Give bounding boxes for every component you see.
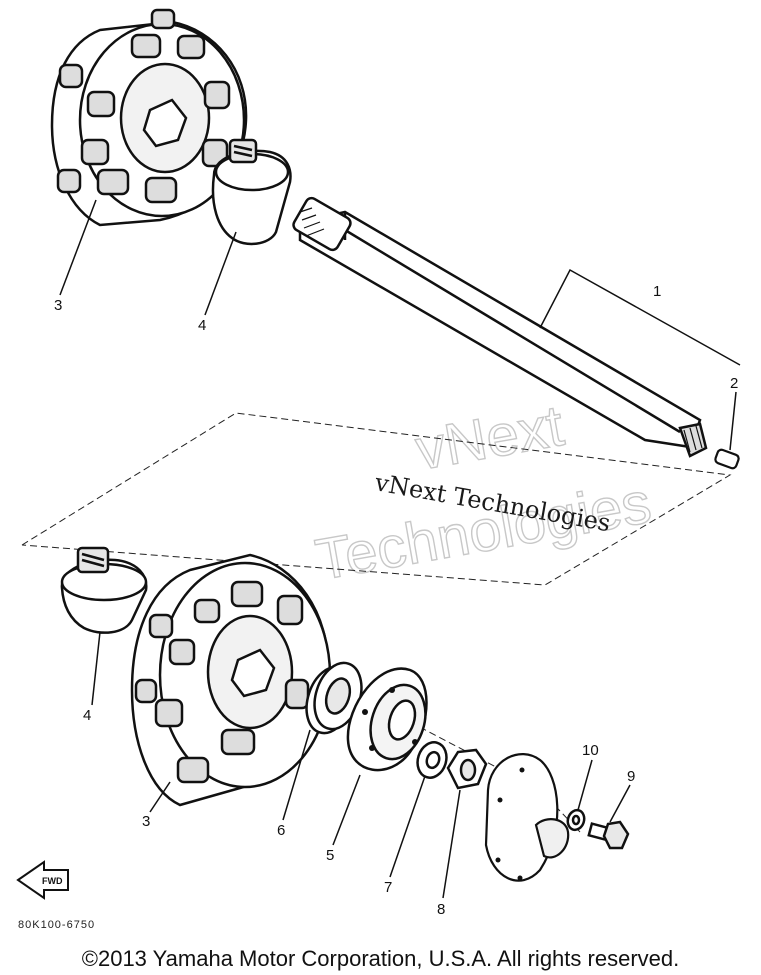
sprocket-lower <box>130 553 332 807</box>
callout-shaft: 1 <box>653 283 661 300</box>
exploded-parts-diagram: vNext Technologies vNext Technologies <box>16 8 741 931</box>
bearing <box>305 661 363 735</box>
clamp-lower <box>60 546 148 634</box>
callout-sprocket-upper: 3 <box>54 297 62 314</box>
forward-arrow-label: FWD <box>42 876 63 886</box>
lock-washer <box>566 808 586 832</box>
callout-clamp-lower: 4 <box>83 707 91 724</box>
bolt <box>587 820 630 850</box>
watermark: vNext Technologies vNext Technologies <box>310 392 656 593</box>
clamp-upper <box>211 138 292 246</box>
leader-lines <box>59 199 741 899</box>
shaft-plug <box>714 448 740 470</box>
nut <box>446 748 488 790</box>
washer <box>416 741 448 779</box>
callout-washer: 7 <box>384 879 392 896</box>
callout-lock-washer: 10 <box>582 742 599 759</box>
bearing-housing <box>346 667 428 772</box>
callout-housing: 5 <box>326 847 334 864</box>
forward-arrow-icon: FWD <box>16 860 69 900</box>
end-cap <box>484 753 570 882</box>
callout-bolt: 9 <box>627 768 635 785</box>
sprocket-upper <box>50 8 248 227</box>
drive-shaft <box>292 196 708 458</box>
callout-bearing: 6 <box>277 822 285 839</box>
part-code: 80K100-6750 <box>18 919 95 931</box>
copyright-notice: ©2013 Yamaha Motor Corporation, U.S.A. A… <box>81 946 680 971</box>
callout-sprocket-lower: 3 <box>142 813 150 830</box>
callout-clamp-upper: 4 <box>198 317 206 334</box>
callout-nut: 8 <box>437 901 445 918</box>
callout-labels: 3 4 1 2 4 3 6 5 7 8 10 9 <box>54 283 738 918</box>
callout-plug: 2 <box>730 375 738 392</box>
